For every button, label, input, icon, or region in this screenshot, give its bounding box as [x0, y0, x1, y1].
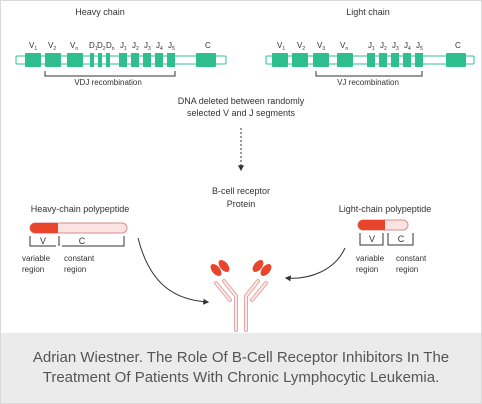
heavy-label-vn: Vn	[70, 41, 78, 52]
light-variable-line-2: region	[356, 265, 378, 274]
heavy-label-j3: J3	[144, 41, 151, 52]
antibody-icon	[210, 260, 272, 332]
light-chain-title: Light chain	[346, 7, 390, 17]
light-label-j3: J3	[392, 41, 399, 52]
heavy-variable-line-2: region	[22, 265, 44, 274]
light-constant-line-1: constant	[396, 254, 427, 263]
light-variable-bracket	[359, 233, 384, 246]
heavy-variable-line-1: variable	[22, 254, 51, 263]
receptor-line-1: B-cell receptor	[212, 186, 270, 196]
light-recombination-label: VJ recombination	[337, 78, 399, 87]
heavy-constant-bracket	[62, 236, 125, 247]
heavy-label-j2: J2	[132, 41, 139, 52]
heavy-recombination-label: VDJ recombination	[74, 78, 142, 87]
heavy-variable-bracket	[29, 236, 56, 247]
light-label-v1: V1	[277, 41, 285, 52]
heavy-chain-strand	[15, 53, 227, 67]
light-variable-line-1: variable	[356, 254, 385, 263]
heavy-c-label: C	[79, 236, 86, 246]
heavy-constant-line-1: constant	[64, 254, 95, 263]
heavy-polypeptide-title: Heavy-chain polypeptide	[31, 204, 130, 214]
light-polypeptide-title: Light-chain polypeptide	[339, 204, 432, 214]
dna-deleted-line-1: DNA deleted between randomly	[178, 96, 305, 106]
heavy-label-d1: D1	[89, 41, 98, 52]
light-constant-line-2: region	[396, 265, 418, 274]
light-label-v2: V2	[297, 41, 305, 52]
heavy-label-j1: J1	[120, 41, 127, 52]
heavy-label-d2: D2	[97, 41, 106, 52]
light-label-c: C	[455, 41, 461, 50]
light-chain-strand	[265, 53, 475, 67]
receptor-line-2: Protein	[227, 199, 256, 209]
heavy-polypeptide-bar	[29, 222, 128, 234]
light-label-j1: J1	[368, 41, 375, 52]
light-label-j5: J5	[416, 41, 423, 52]
light-label-v3: V3	[317, 41, 325, 52]
heavy-to-antibody-arrow	[137, 237, 210, 305]
heavy-segment-labels: V1 V2 Vn D1 D2 Dn J1 J2 J3 J4 J5 C	[29, 41, 211, 52]
light-c-label: C	[398, 234, 405, 244]
light-label-vn: Vn	[340, 41, 348, 52]
heavy-label-v1: V1	[29, 41, 37, 52]
heavy-label-dn: Dn	[106, 41, 115, 52]
light-label-j4: J4	[404, 41, 411, 52]
light-label-j2: J2	[380, 41, 387, 52]
light-polypeptide-bar	[357, 219, 409, 231]
heavy-label-v2: V2	[48, 41, 56, 52]
light-constant-bracket	[387, 233, 414, 246]
heavy-label-j4: J4	[156, 41, 163, 52]
heavy-recombination-bracket	[44, 71, 176, 77]
dna-deleted-line-2: selected V and J segments	[187, 108, 296, 118]
light-to-antibody-arrow	[284, 247, 346, 282]
light-recombination-bracket	[315, 71, 423, 77]
heavy-constant-line-2: region	[64, 265, 86, 274]
heavy-chain-title: Heavy chain	[75, 7, 125, 17]
heavy-label-c: C	[205, 41, 211, 50]
light-segment-labels: V1 V2 V3 Vn J1 J2 J3 J4 J5 C	[277, 41, 461, 52]
heavy-label-j5: J5	[168, 41, 175, 52]
figure-caption: Adrian Wiestner. The Role Of B-Cell Rece…	[1, 333, 481, 403]
heavy-v-label: V	[40, 236, 46, 246]
light-v-label: V	[369, 234, 375, 244]
